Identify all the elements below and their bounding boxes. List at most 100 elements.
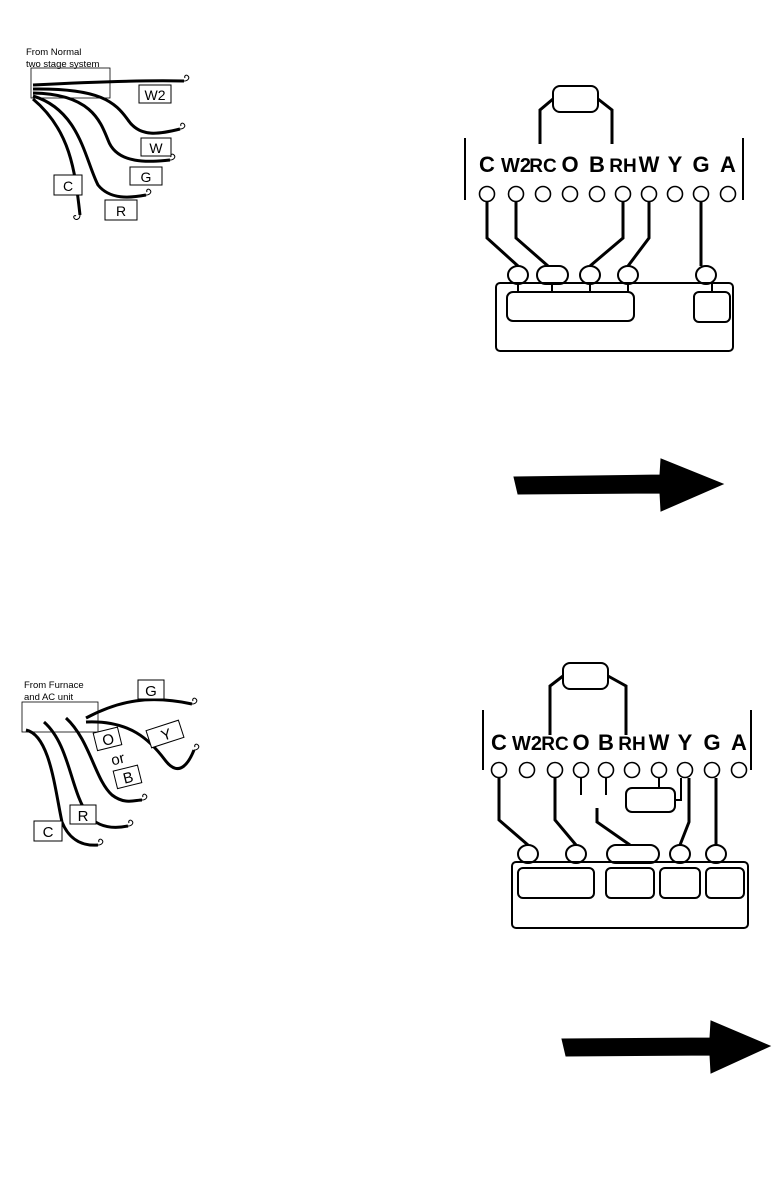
diagram2-compressor-block xyxy=(660,868,700,898)
diagram1-terminal-label-o: O xyxy=(561,152,578,177)
diagram2-terminal-label-c: C xyxy=(491,730,507,755)
terminal-circle-icon xyxy=(599,763,614,778)
diagram1-wire-c-to-unit xyxy=(487,202,518,266)
diagram1-terminal-label-rh: RH xyxy=(609,156,636,177)
diagram1-connector xyxy=(508,266,528,284)
diagram2-label-or: or xyxy=(109,750,126,770)
diagram2-connector xyxy=(518,845,538,863)
diagram1-terminal-label-a: A xyxy=(720,152,736,177)
diagram1-terminal-label-w2: W2 xyxy=(501,155,531,177)
diagram2-source-note-line1: From Furnace xyxy=(24,680,84,691)
diagram2-jumper-wire xyxy=(608,676,626,735)
diagram1-wire-bundle: From Normal two stage system W2 W G C R xyxy=(26,47,189,220)
diagram2-connector xyxy=(706,845,726,863)
terminal-circle-icon xyxy=(590,187,605,202)
diagram1-wire-w2-to-unit xyxy=(516,202,548,266)
diagram1-terminal-label-rc: RC xyxy=(529,156,557,177)
diagram1-label-w: W xyxy=(149,140,163,156)
diagram1-wire-w2 xyxy=(33,81,184,85)
diagram1-terminal-label-y: Y xyxy=(668,152,683,177)
wire-hook-icon xyxy=(192,698,197,704)
wire-hook-icon xyxy=(194,744,199,750)
terminal-circle-icon xyxy=(536,187,551,202)
terminal-circle-icon xyxy=(574,763,589,778)
diagram1-jumper-box xyxy=(553,86,598,112)
terminal-circle-icon xyxy=(668,187,683,202)
diagram1-label-r: R xyxy=(116,203,126,219)
diagram2-wire-g xyxy=(86,700,192,718)
diagram1-connector xyxy=(580,266,600,284)
terminal-circle-icon xyxy=(642,187,657,202)
diagram2-terminal-block: C W2 RC O B RH W Y G A xyxy=(483,663,751,928)
diagram1-equipment-unit xyxy=(496,283,733,351)
terminal-circle-icon xyxy=(509,187,524,202)
diagram2-label-r: R xyxy=(78,808,89,825)
wire-hook-icon xyxy=(180,123,185,129)
diagram1-source-note-line1: From Normal xyxy=(26,47,81,58)
diagram2-terminal-label-y: Y xyxy=(678,730,693,755)
diagram1-wire-rh-to-unit xyxy=(590,202,623,266)
diagram1-label-w2: W2 xyxy=(145,87,166,103)
wire-hook-icon xyxy=(142,794,147,800)
diagram2-terminal-label-rh: RH xyxy=(618,734,645,755)
diagram1-terminal-label-b: B xyxy=(589,152,605,177)
diagram2-reversing-valve-block xyxy=(606,868,654,898)
diagram1-terminal-label-w: W xyxy=(639,152,660,177)
right-arrow-icon xyxy=(514,459,723,511)
terminal-circle-icon xyxy=(563,187,578,202)
terminal-circle-icon xyxy=(625,763,640,778)
diagram1-connector xyxy=(618,266,638,284)
diagram2-furnace-block xyxy=(518,868,594,898)
diagram1-furnace-block xyxy=(507,292,634,321)
terminal-circle-icon xyxy=(548,763,563,778)
diagram1-connector xyxy=(696,266,716,284)
terminal-circle-icon xyxy=(732,763,747,778)
diagram2-terminal-label-b: B xyxy=(598,730,614,755)
diagram1-jumper-wire xyxy=(598,99,612,144)
diagram2-label-c: C xyxy=(43,824,54,841)
diagram1-label-c: C xyxy=(63,178,73,194)
diagram1-wire-c xyxy=(33,99,80,215)
diagram2-connector xyxy=(566,845,586,863)
diagram2-terminal-label-o: O xyxy=(572,730,589,755)
diagram2-terminal-label-rc: RC xyxy=(541,734,569,755)
diagram2-connector xyxy=(670,845,690,863)
wire-hook-icon xyxy=(98,839,103,845)
diagram2-fan-block xyxy=(706,868,744,898)
diagram2-terminal-label-w2: W2 xyxy=(512,733,542,755)
terminal-circle-icon xyxy=(694,187,709,202)
diagram1-terminal-label-g: G xyxy=(692,152,709,177)
terminal-circle-icon xyxy=(678,763,693,778)
diagram2-wire-rc-to-unit xyxy=(555,778,576,845)
diagram2-terminal-label-a: A xyxy=(731,730,747,755)
diagram1-wire-w-to-unit xyxy=(628,202,649,266)
terminal-circle-icon xyxy=(492,763,507,778)
diagram2-source-note-line2: and AC unit xyxy=(24,692,73,703)
diagram2-jumper-box xyxy=(563,663,608,689)
diagram2-label-g: G xyxy=(145,683,157,700)
terminal-circle-icon xyxy=(520,763,535,778)
diagram1-terminal-block: C W2 RC O B RH W Y G A xyxy=(465,86,743,351)
diagram2-wire-c-to-unit xyxy=(499,778,528,845)
wire-hook-icon xyxy=(128,820,133,826)
diagram2-wy-jumper-box xyxy=(626,788,675,812)
terminal-circle-icon xyxy=(616,187,631,202)
diagram2-wire-bundle: From Furnace and AC unit G Y O or B R C xyxy=(22,680,199,845)
diagram2-equipment-unit xyxy=(512,862,748,928)
right-arrow-icon xyxy=(562,1021,770,1073)
terminal-circle-icon xyxy=(721,187,736,202)
diagram2-jumper-wire xyxy=(550,676,563,735)
diagram1-label-g: G xyxy=(141,169,152,185)
diagram1-terminal-label-c: C xyxy=(479,152,495,177)
wire-hook-icon xyxy=(146,189,151,195)
diagram1-connector xyxy=(537,266,568,284)
terminal-circle-icon xyxy=(705,763,720,778)
diagram2-terminal-label-g: G xyxy=(703,730,720,755)
terminal-circle-icon xyxy=(480,187,495,202)
terminal-circle-icon xyxy=(652,763,667,778)
wire-hook-icon xyxy=(184,75,189,81)
wire-hook-icon xyxy=(74,215,80,219)
diagram2-terminal-label-w: W xyxy=(649,730,670,755)
diagram2-wire-b-to-unit xyxy=(597,808,630,845)
